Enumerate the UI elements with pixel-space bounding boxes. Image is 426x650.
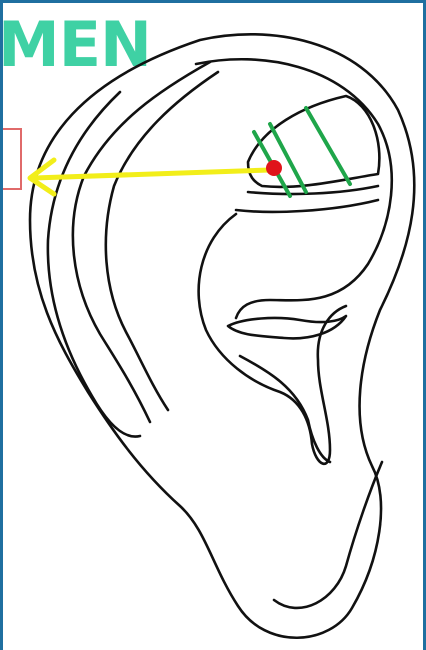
- antitragus-outline: [240, 356, 330, 462]
- triangular-fossa-outline: [248, 96, 379, 187]
- acupoint-dot-icon: [266, 160, 282, 176]
- inferior-crus-outline: [236, 200, 378, 212]
- zone-line-3: [306, 108, 350, 184]
- helix-outer-outline: [30, 34, 414, 637]
- zone-line-2: [270, 124, 306, 192]
- concha-outline: [199, 214, 346, 464]
- lobule-inner-outline: [274, 462, 382, 608]
- scapha-outline: [48, 92, 140, 437]
- antihelix-outline: [73, 62, 210, 422]
- point-label-box: [0, 128, 22, 190]
